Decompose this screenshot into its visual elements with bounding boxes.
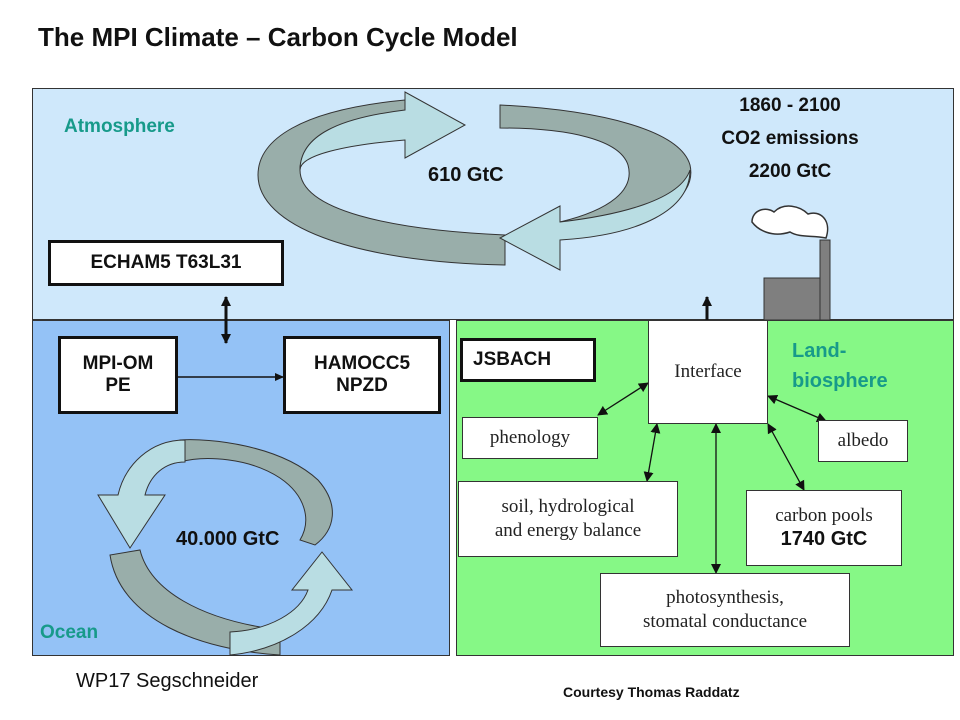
interface-label: Interface bbox=[674, 361, 742, 383]
carbon-pools-line1: carbon pools bbox=[775, 504, 873, 526]
emissions-label: CO2 emissions bbox=[721, 128, 859, 149]
soil-line2: and energy balance bbox=[494, 520, 642, 541]
echam5-label: ECHAM5 T63L31 bbox=[90, 252, 242, 274]
hamocc5-line2: NPZD bbox=[336, 375, 388, 396]
interface-connectors bbox=[597, 382, 827, 574]
albedo-label: albedo bbox=[837, 430, 889, 452]
ocean-cycle-arrow bbox=[97, 439, 354, 656]
ocean-label: Ocean bbox=[40, 622, 99, 643]
emissions-years: 1860 - 2100 bbox=[739, 95, 841, 116]
albedo-box: albedo bbox=[818, 420, 908, 462]
mpiom-model-box: MPI-OM PE bbox=[58, 336, 178, 414]
atmosphere-label: Atmosphere bbox=[64, 116, 175, 137]
jsbach-label: JSBACH bbox=[473, 349, 552, 371]
photosynthesis-line1: photosynthesis, bbox=[666, 587, 784, 609]
carbon-pools-box: carbon pools 1740 GtC bbox=[746, 490, 902, 566]
photosynthesis-line2: stomatal conductance bbox=[642, 611, 808, 632]
footer-left-credit: WP17 Segschneider bbox=[76, 670, 259, 692]
footer-right-credit: Courtesy Thomas Raddatz bbox=[563, 684, 740, 700]
page-title: The MPI Climate – Carbon Cycle Model bbox=[38, 22, 518, 52]
phenology-box: phenology bbox=[462, 417, 598, 459]
atmosphere-cycle-arrow bbox=[257, 91, 692, 271]
photosynthesis-box: photosynthesis, stomatal conductance bbox=[600, 573, 850, 647]
atmosphere-carbon-value: 610 GtC bbox=[428, 164, 504, 186]
hamocc5-model-box: HAMOCC5 NPZD bbox=[283, 336, 441, 414]
emissions-value: 2200 GtC bbox=[748, 161, 832, 182]
carbon-pools-value: 1740 GtC bbox=[780, 528, 868, 551]
jsbach-model-box: JSBACH bbox=[460, 338, 596, 382]
interface-box: Interface bbox=[648, 320, 768, 424]
soil-hydrological-box: soil, hydrological and energy balance bbox=[458, 481, 678, 557]
land-label-line2: biosphere bbox=[792, 370, 888, 392]
hamocc5-line1: HAMOCC5 bbox=[313, 353, 411, 375]
ocean-carbon-value: 40.000 GtC bbox=[176, 528, 280, 550]
soil-line1: soil, hydrological bbox=[501, 496, 635, 518]
land-label-line1: Land- bbox=[792, 340, 847, 362]
factory-icon bbox=[751, 205, 831, 321]
phenology-label: phenology bbox=[489, 427, 571, 449]
mpiom-line2: PE bbox=[105, 375, 131, 396]
mpiom-line1: MPI-OM bbox=[82, 353, 154, 375]
echam5-model-box: ECHAM5 T63L31 bbox=[48, 240, 284, 286]
